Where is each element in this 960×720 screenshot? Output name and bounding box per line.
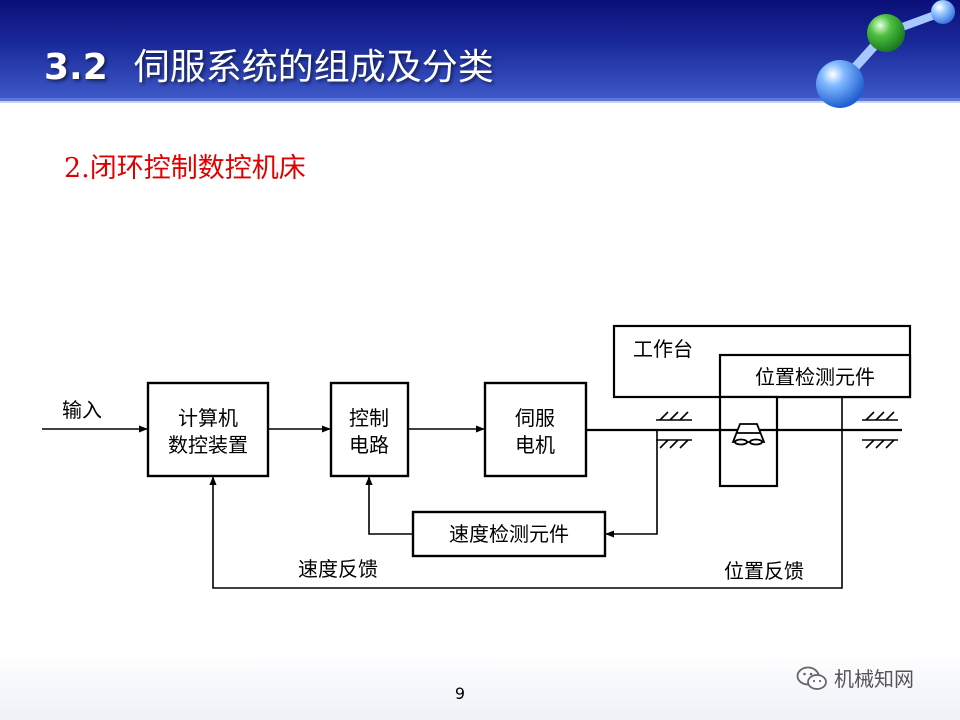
control-circuit-label-line2: 电路 bbox=[349, 433, 389, 457]
computer-nc-block bbox=[146, 381, 270, 478]
computer-nc-label-line2: 数控装置 bbox=[168, 433, 248, 457]
molecule-logo-icon bbox=[816, 0, 955, 108]
speed-sensor-label: 速度检测元件 bbox=[449, 522, 569, 546]
speed-feedback-return bbox=[365, 476, 413, 535]
left-bearing-icon bbox=[656, 411, 692, 449]
ball-screw-nut-icon bbox=[731, 423, 766, 446]
wechat-icon bbox=[796, 666, 827, 690]
slide-title-text: 伺服系统的组成及分类 bbox=[133, 47, 494, 88]
watermark-text: 机械知网 bbox=[834, 667, 914, 691]
speed-sensor-block bbox=[411, 510, 607, 558]
computer-nc-label-line1: 计算机 bbox=[178, 406, 238, 430]
position-feedback-path bbox=[209, 397, 843, 589]
slide-title: 3.2 伺服系统的组成及分类 bbox=[44, 38, 494, 98]
slide-title-number: 3.2 bbox=[44, 47, 108, 88]
right-bearing-icon bbox=[862, 411, 898, 449]
title-bar bbox=[0, 0, 960, 98]
position-sensor-label: 位置检测元件 bbox=[755, 365, 875, 389]
servo-motor-label-line1: 伺服 bbox=[515, 406, 555, 430]
worktable-label: 工作台 bbox=[633, 337, 693, 361]
speed-feedback-label: 速度反馈 bbox=[298, 557, 378, 581]
servo-motor-label-line2: 电机 bbox=[515, 433, 555, 457]
slide-subtitle: 2.闭环控制数控机床 bbox=[64, 153, 306, 184]
page-number: 9 bbox=[454, 684, 466, 703]
footer-floor bbox=[0, 650, 960, 720]
control-circuit-block bbox=[329, 381, 410, 478]
position-sensor-block bbox=[718, 353, 912, 399]
title-bar-divider-light bbox=[0, 101, 960, 103]
watermark: 机械知网 bbox=[796, 661, 914, 697]
title-bar-divider bbox=[0, 98, 960, 101]
speed-feedback-path bbox=[605, 430, 658, 538]
control-circuit-label-line1: 控制 bbox=[349, 406, 389, 430]
position-feedback-label: 位置反馈 bbox=[724, 559, 804, 583]
input-label: 输入 bbox=[62, 398, 102, 422]
